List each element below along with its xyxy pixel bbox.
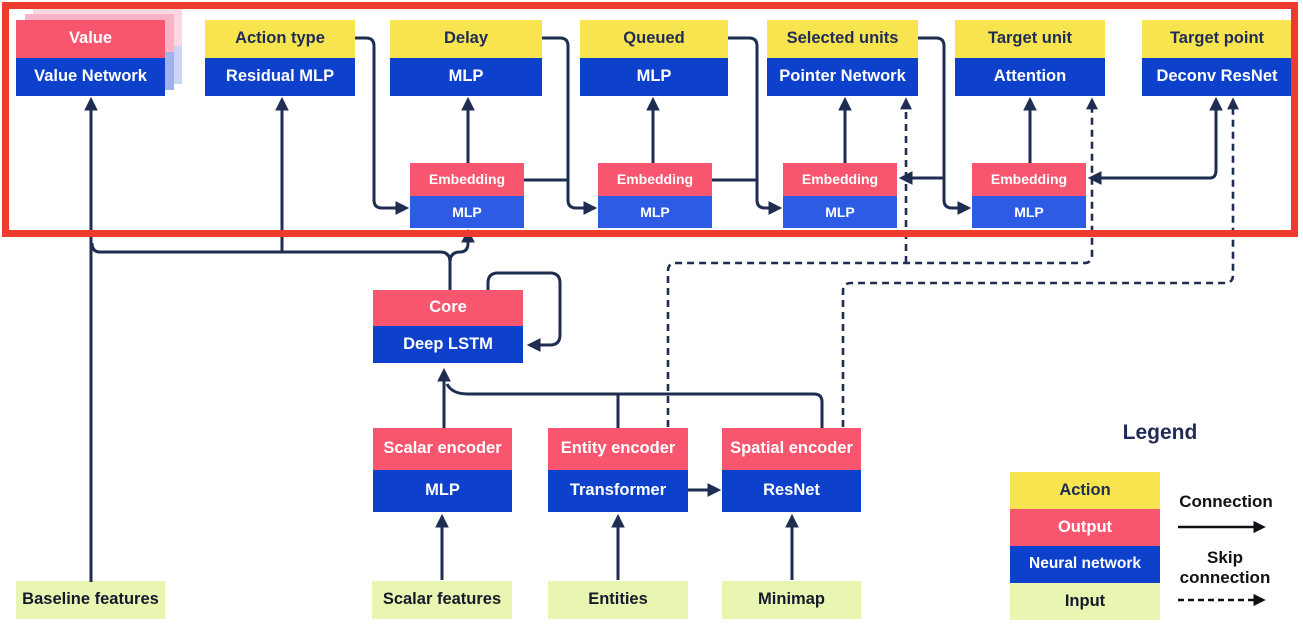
embedding-3-mlp-label: MLP (783, 196, 897, 228)
value-network-label: Value Network (16, 58, 165, 96)
node-action-type: Action type Residual MLP (205, 20, 355, 96)
node-embedding-4: Embedding MLP (972, 163, 1086, 228)
spatial-encoder-label: Spatial encoder (722, 428, 861, 470)
legend-neural-network-swatch: Neural network (1010, 546, 1160, 583)
solid-connections (84, 36, 1223, 582)
node-embedding-2: Embedding MLP (598, 163, 712, 228)
node-queued: Queued MLP (580, 20, 728, 96)
queued-mlp-label: MLP (580, 58, 728, 96)
input-baseline-features: Baseline features (16, 581, 165, 619)
delay-label: Delay (390, 20, 542, 58)
entity-encoder-label: Entity encoder (548, 428, 688, 470)
legend-arrows (1178, 520, 1266, 607)
legend-title: Legend (1122, 421, 1198, 444)
node-target-unit: Target unit Attention (955, 20, 1105, 96)
deconv-resnet-label: Deconv ResNet (1142, 58, 1292, 96)
node-spatial-encoder: Spatial encoder ResNet (722, 428, 861, 512)
scalar-encoder-mlp-label: MLP (373, 470, 512, 512)
node-selected-units: Selected units Pointer Network (767, 20, 918, 96)
minimap-label: Minimap (722, 581, 861, 619)
node-core: Core Deep LSTM (373, 290, 523, 363)
embedding-2-label: Embedding (598, 163, 712, 196)
legend-input-swatch: Input (1010, 583, 1160, 620)
scalar-encoder-label: Scalar encoder (373, 428, 512, 470)
legend-connection-label: Connection (1179, 492, 1273, 511)
resnet-label: ResNet (722, 470, 861, 512)
delay-mlp-label: MLP (390, 58, 542, 96)
pointer-network-label: Pointer Network (767, 58, 918, 96)
selected-units-label: Selected units (767, 20, 918, 58)
node-delay: Delay MLP (390, 20, 542, 96)
legend-skip-connection-label: Skip connection (1179, 548, 1271, 588)
legend-action-swatch: Action (1010, 472, 1160, 509)
baseline-features-label: Baseline features (16, 581, 165, 619)
residual-mlp-label: Residual MLP (205, 58, 355, 96)
target-unit-label: Target unit (955, 20, 1105, 58)
node-entity-encoder: Entity encoder Transformer (548, 428, 688, 512)
highlight-frame (2, 2, 1298, 237)
attention-label: Attention (955, 58, 1105, 96)
embedding-1-label: Embedding (410, 163, 524, 196)
scalar-features-label: Scalar features (372, 581, 512, 619)
node-scalar-encoder: Scalar encoder MLP (373, 428, 512, 512)
embedding-4-label: Embedding (972, 163, 1086, 196)
transformer-label: Transformer (548, 470, 688, 512)
node-embedding-3: Embedding MLP (783, 163, 897, 228)
legend-output-swatch: Output (1010, 509, 1160, 546)
target-point-label: Target point (1142, 20, 1292, 58)
embedding-1-mlp-label: MLP (410, 196, 524, 228)
embedding-4-mlp-label: MLP (972, 196, 1086, 228)
entities-label: Entities (548, 581, 688, 619)
embedding-2-mlp-label: MLP (598, 196, 712, 228)
input-minimap: Minimap (722, 581, 861, 619)
embedding-3-label: Embedding (783, 163, 897, 196)
node-embedding-1: Embedding MLP (410, 163, 524, 228)
input-scalar-features: Scalar features (372, 581, 512, 619)
value-output-label: Value (16, 20, 165, 58)
deep-lstm-label: Deep LSTM (373, 326, 523, 363)
node-target-point: Target point Deconv ResNet (1142, 20, 1292, 96)
legend-swatches: Action Output Neural network Input (1010, 472, 1160, 620)
action-type-label: Action type (205, 20, 355, 58)
input-entities: Entities (548, 581, 688, 619)
core-label: Core (373, 290, 523, 326)
node-value: Value Value Network (16, 20, 165, 96)
queued-label: Queued (580, 20, 728, 58)
